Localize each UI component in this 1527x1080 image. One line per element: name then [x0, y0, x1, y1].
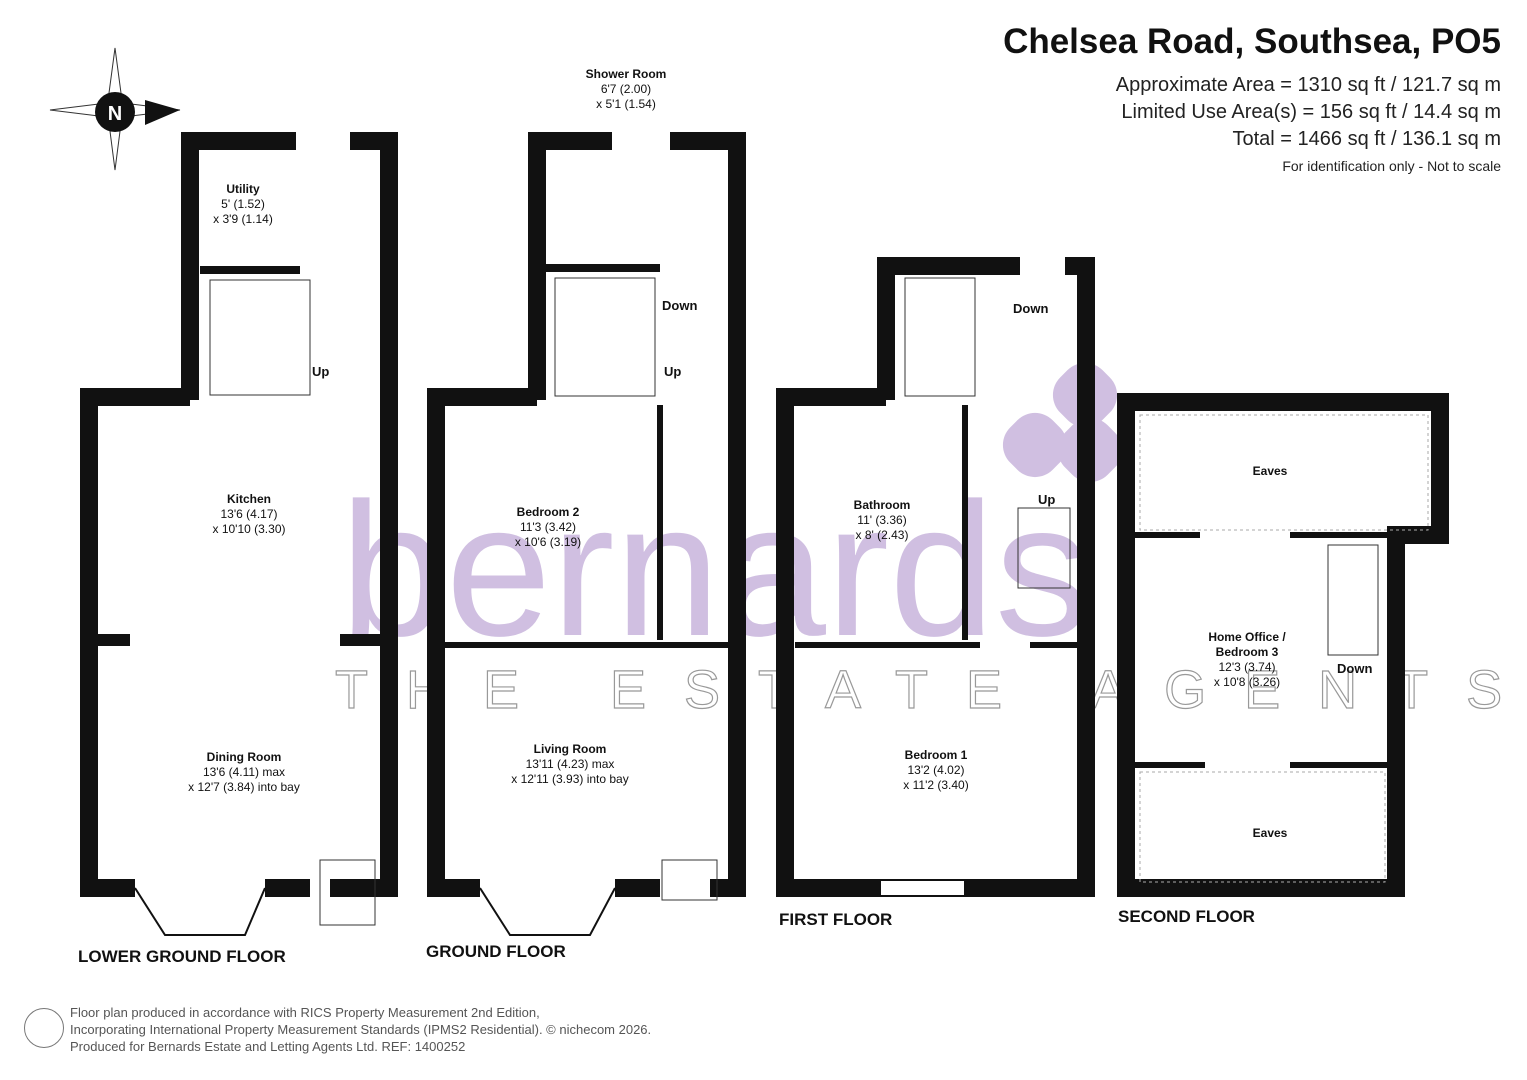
walls: [80, 132, 1449, 897]
room-bathroom: Bathroom 11' (3.36) x 8' (2.43): [854, 498, 911, 542]
svg-text:Bathroom: Bathroom: [854, 498, 911, 512]
svg-text:13'6 (4.11) max: 13'6 (4.11) max: [203, 765, 285, 779]
svg-text:12'3 (3.74): 12'3 (3.74): [1219, 660, 1276, 674]
svg-text:Kitchen: Kitchen: [227, 492, 271, 506]
room-bedroom-1: Bedroom 1 13'2 (4.02) x 11'2 (3.40): [903, 748, 968, 792]
room-utility: Utility 5' (1.52) x 3'9 (1.14): [213, 182, 273, 226]
svg-text:13'2 (4.02): 13'2 (4.02): [908, 763, 965, 777]
approximate-area: Approximate Area = 1310 sq ft / 121.7 sq…: [1115, 74, 1501, 96]
compass-label: N: [108, 103, 122, 125]
svg-text:6'7 (2.00): 6'7 (2.00): [601, 82, 651, 96]
floor-label-second: SECOND FLOOR: [1118, 907, 1255, 926]
stair-label-down: Down: [662, 298, 697, 313]
svg-text:13'11 (4.23) max: 13'11 (4.23) max: [526, 757, 615, 771]
svg-text:Home Office /: Home Office /: [1208, 630, 1286, 644]
svg-text:13'6 (4.17): 13'6 (4.17): [221, 507, 278, 521]
svg-text:x 8' (2.43): x 8' (2.43): [856, 528, 909, 542]
svg-text:x 12'11 (3.93) into bay: x 12'11 (3.93) into bay: [511, 772, 628, 786]
room-dining: Dining Room 13'6 (4.11) max x 12'7 (3.84…: [188, 750, 300, 794]
eaves-hatching: [1139, 414, 1429, 883]
svg-text:x 11'2 (3.40): x 11'2 (3.40): [903, 778, 968, 792]
svg-text:Shower Room: Shower Room: [586, 67, 667, 81]
room-home-office: Home Office / Bedroom 3 12'3 (3.74) x 10…: [1208, 630, 1286, 689]
floor-label-first: FIRST FLOOR: [779, 910, 892, 929]
room-bedroom-2: Bedroom 2 11'3 (3.42) x 10'6 (3.19): [515, 505, 581, 549]
footer-line: Floor plan produced in accordance with R…: [70, 1005, 540, 1020]
footer-line: Incorporating International Property Mea…: [70, 1022, 652, 1037]
svg-text:x 12'7 (3.84) into bay: x 12'7 (3.84) into bay: [188, 780, 300, 794]
svg-text:x 10'10 (3.30): x 10'10 (3.30): [212, 522, 285, 536]
room-eaves-bottom: Eaves: [1253, 826, 1288, 840]
footer-line: Produced for Bernards Estate and Letting…: [70, 1039, 466, 1054]
svg-text:x 3'9 (1.14): x 3'9 (1.14): [213, 212, 273, 226]
bay-windows: [134, 879, 966, 936]
watermark-tagline: THE ESTATE AGENTS: [335, 660, 1527, 720]
compass-icon: N: [49, 47, 181, 171]
person-icon: [24, 1008, 64, 1048]
stair-label-down: Down: [1337, 661, 1372, 676]
svg-text:Utility: Utility: [226, 182, 260, 196]
svg-text:Bedroom 3: Bedroom 3: [1216, 645, 1279, 659]
svg-text:x 5'1 (1.54): x 5'1 (1.54): [596, 97, 656, 111]
stairs: [209, 277, 1379, 926]
svg-text:x 10'6 (3.19): x 10'6 (3.19): [515, 535, 581, 549]
svg-text:11'3 (3.42): 11'3 (3.42): [520, 520, 576, 534]
scale-note: For identification only - Not to scale: [1282, 158, 1501, 174]
room-living: Living Room 13'11 (4.23) max x 12'11 (3.…: [511, 742, 628, 786]
svg-text:x 10'8 (3.26): x 10'8 (3.26): [1214, 675, 1280, 689]
stair-label-down: Down: [1013, 301, 1048, 316]
floor-label-lower-ground: LOWER GROUND FLOOR: [78, 947, 286, 966]
svg-text:Bedroom 2: Bedroom 2: [517, 505, 580, 519]
room-shower: Shower Room 6'7 (2.00) x 5'1 (1.54): [586, 67, 667, 111]
page-title: Chelsea Road, Southsea, PO5: [1003, 22, 1501, 61]
limited-use-area: Limited Use Area(s) = 156 sq ft / 14.4 s…: [1121, 101, 1501, 123]
room-eaves-top: Eaves: [1253, 464, 1288, 478]
svg-text:11' (3.36): 11' (3.36): [857, 513, 906, 527]
svg-text:5' (1.52): 5' (1.52): [221, 197, 265, 211]
room-kitchen: Kitchen 13'6 (4.17) x 10'10 (3.30): [212, 492, 285, 536]
total-area: Total = 1466 sq ft / 136.1 sq m: [1232, 128, 1502, 150]
stair-label-up: Up: [1038, 492, 1055, 507]
svg-text:Dining Room: Dining Room: [207, 750, 282, 764]
stair-label-up: Up: [312, 364, 329, 379]
svg-text:Living Room: Living Room: [534, 742, 607, 756]
floor-label-ground: GROUND FLOOR: [426, 942, 566, 961]
svg-text:Bedroom 1: Bedroom 1: [905, 748, 968, 762]
stair-label-up: Up: [664, 364, 681, 379]
footer: Floor plan produced in accordance with R…: [70, 1004, 651, 1055]
